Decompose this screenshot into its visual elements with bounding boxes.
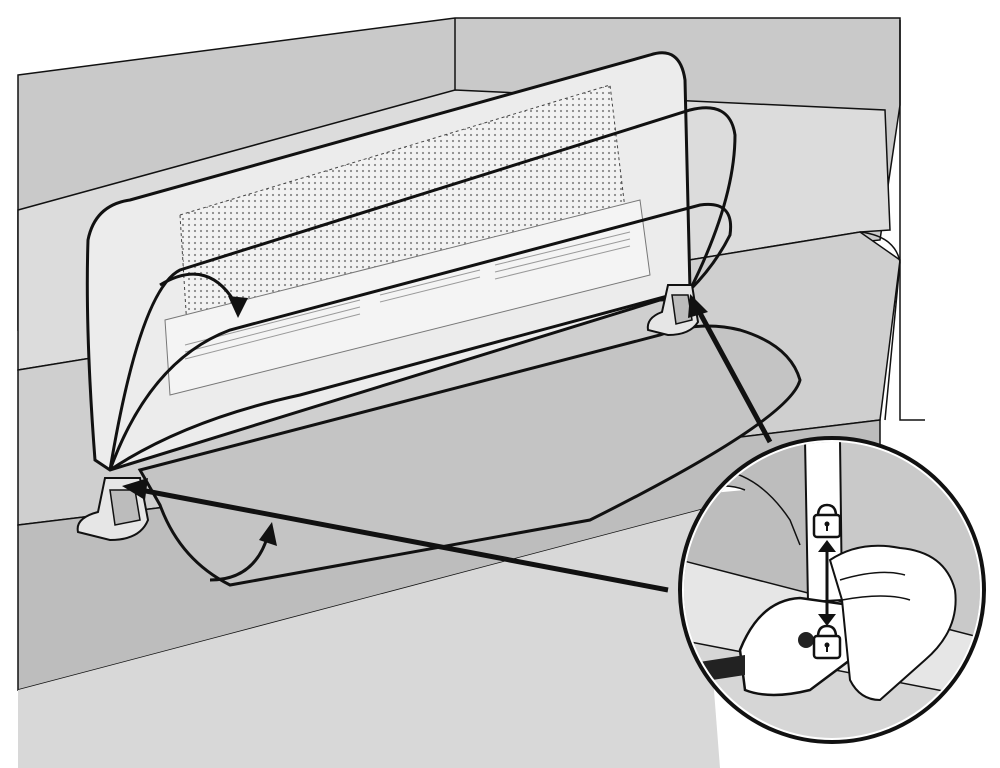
right-hinge-bracket [646,284,700,337]
curved-arrow-icon [159,272,248,318]
pointer-arrow-icon [122,294,773,593]
double-arrow-icon [818,540,836,626]
curved-arrow-icon [209,522,277,582]
lock-icon [812,624,842,660]
detail-inset [678,436,986,744]
left-hinge-bracket [76,477,150,542]
fold-motion-outlines [108,106,737,472]
lock-icon [812,503,842,539]
